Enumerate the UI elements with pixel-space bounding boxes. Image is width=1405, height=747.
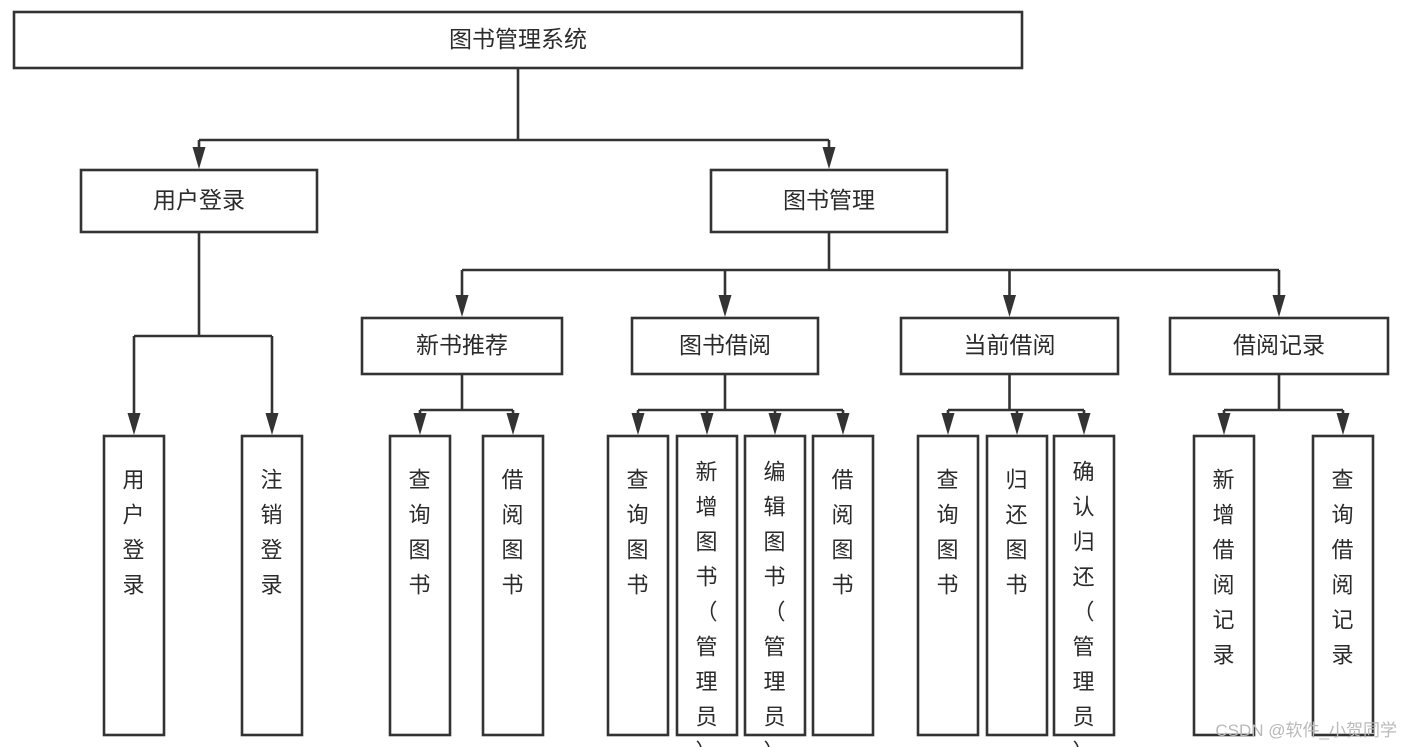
- node-box-borrow-record: [1168, 316, 1390, 376]
- node-label-user-login: 用户登录: [153, 187, 245, 213]
- node-label-bb-query-book: 查询图书: [626, 467, 649, 597]
- node-nb-borrow-book[interactable]: 借阅图书: [481, 434, 545, 737]
- node-borrow-record[interactable]: 借阅记录: [1168, 316, 1390, 376]
- node-label-nb-borrow-book: 借阅图书: [501, 467, 524, 597]
- node-user-logout[interactable]: 注销登录: [240, 434, 304, 737]
- connector-current-borrow-to-cb-query-book-arrowhead: [941, 413, 955, 435]
- node-box-cb-return-book: [985, 434, 1049, 737]
- connector-book-borrow-to-bb-borrow-book-arrowhead: [836, 413, 850, 435]
- node-label-user-logout: 注销登录: [260, 467, 283, 597]
- connector-book-borrow-to-bb-add-book-arrowhead: [700, 413, 714, 435]
- connector-book-manage-to-current-borrow-arrowhead: [1003, 295, 1016, 317]
- node-label-br-query-record: 查询借阅记录: [1331, 467, 1354, 667]
- node-book-manage[interactable]: 图书管理: [709, 168, 949, 234]
- connectors-layer: [127, 68, 1350, 435]
- node-box-br-add-record: [1192, 434, 1256, 737]
- node-box-nb-query-book: [388, 434, 452, 737]
- node-user-login-do[interactable]: 用户登录: [102, 434, 166, 737]
- connector-borrow-record-to-br-add-record-arrowhead: [1217, 413, 1231, 435]
- node-box-user-login-do: [102, 434, 166, 737]
- node-cb-return-book[interactable]: 归还图书: [985, 434, 1049, 737]
- node-bb-edit-book[interactable]: 编辑图书（管理员）: [743, 434, 807, 747]
- node-box-bb-edit-book: [743, 434, 807, 737]
- node-label-cb-return-book: 归还图书: [1005, 467, 1028, 597]
- node-bb-borrow-book[interactable]: 借阅图书: [811, 434, 875, 737]
- connector-book-borrow-to-bb-query-book-arrowhead: [631, 413, 645, 435]
- node-label-root: 图书管理系统: [449, 26, 587, 52]
- node-bb-query-book[interactable]: 查询图书: [606, 434, 670, 737]
- connector-book-manage-to-new-book-recommend-arrowhead: [455, 295, 469, 317]
- connector-book-borrow-to-bb-edit-book-arrowhead: [768, 413, 782, 435]
- node-label-nb-query-book: 查询图书: [408, 467, 431, 597]
- node-root[interactable]: 图书管理系统: [12, 10, 1024, 70]
- node-br-query-record[interactable]: 查询借阅记录: [1311, 434, 1375, 737]
- node-label-book-borrow: 图书借阅: [679, 332, 771, 358]
- node-label-book-manage: 图书管理: [783, 187, 875, 213]
- node-cb-query-book[interactable]: 查询图书: [916, 434, 980, 737]
- connector-borrow-record-to-br-query-record-arrowhead: [1336, 413, 1350, 435]
- node-label-new-book-recommend: 新书推荐: [416, 332, 508, 358]
- node-box-user-logout: [240, 434, 304, 737]
- node-box-user-login: [79, 168, 319, 234]
- node-label-user-login-do: 用户登录: [122, 467, 145, 597]
- node-box-bb-borrow-book: [811, 434, 875, 737]
- node-cb-confirm-return[interactable]: 确认归还（管理员）: [1052, 434, 1116, 747]
- node-box-nb-borrow-book: [481, 434, 545, 737]
- connector-root-to-user-login-arrowhead: [192, 147, 206, 169]
- node-nb-query-book[interactable]: 查询图书: [388, 434, 452, 737]
- node-label-bb-borrow-book: 借阅图书: [831, 467, 854, 597]
- node-box-new-book-recommend: [360, 316, 564, 376]
- nodes-layer: 图书管理系统用户登录图书管理用户登录注销登录新书推荐查询图书借阅图书图书借阅查询…: [12, 10, 1390, 747]
- node-label-cb-confirm-return: 确认归还（管理员）: [1072, 459, 1095, 747]
- node-box-root: [12, 10, 1024, 70]
- connector-user-login-to-user-logout-arrowhead: [265, 413, 279, 435]
- node-label-bb-edit-book: 编辑图书（管理员）: [763, 459, 786, 747]
- node-label-cb-query-book: 查询图书: [936, 467, 959, 597]
- connector-book-manage-to-borrow-record-arrowhead: [1272, 295, 1286, 317]
- node-book-borrow[interactable]: 图书借阅: [630, 316, 820, 376]
- node-box-bb-add-book: [675, 434, 739, 737]
- node-box-current-borrow: [899, 316, 1120, 376]
- node-label-br-add-record: 新增借阅记录: [1212, 467, 1235, 667]
- node-user-login[interactable]: 用户登录: [79, 168, 319, 234]
- node-box-book-borrow: [630, 316, 820, 376]
- connector-new-book-recommend-to-nb-query-book-arrowhead: [413, 413, 427, 435]
- watermark-text: CSDN @软件_小贺同学: [1215, 721, 1397, 740]
- connector-root-to-book-manage-arrowhead: [822, 147, 836, 169]
- node-current-borrow[interactable]: 当前借阅: [899, 316, 1120, 376]
- connector-current-borrow-to-cb-confirm-return-arrowhead: [1077, 413, 1091, 435]
- connector-user-login-to-user-login-do-arrowhead: [127, 413, 141, 435]
- node-box-cb-confirm-return: [1052, 434, 1116, 737]
- node-br-add-record[interactable]: 新增借阅记录: [1192, 434, 1256, 737]
- connector-current-borrow-to-cb-return-book-arrowhead: [1010, 413, 1024, 435]
- node-box-br-query-record: [1311, 434, 1375, 737]
- node-box-book-manage: [709, 168, 949, 234]
- node-bb-add-book[interactable]: 新增图书（管理员）: [675, 434, 739, 747]
- node-new-book-recommend[interactable]: 新书推荐: [360, 316, 564, 376]
- connector-new-book-recommend-to-nb-borrow-book-arrowhead: [506, 413, 520, 435]
- node-label-bb-add-book: 新增图书（管理员）: [695, 459, 718, 747]
- node-label-current-borrow: 当前借阅: [964, 332, 1056, 358]
- node-label-borrow-record: 借阅记录: [1233, 332, 1325, 358]
- connector-book-manage-to-book-borrow-arrowhead: [718, 295, 732, 317]
- node-box-cb-query-book: [916, 434, 980, 737]
- node-box-bb-query-book: [606, 434, 670, 737]
